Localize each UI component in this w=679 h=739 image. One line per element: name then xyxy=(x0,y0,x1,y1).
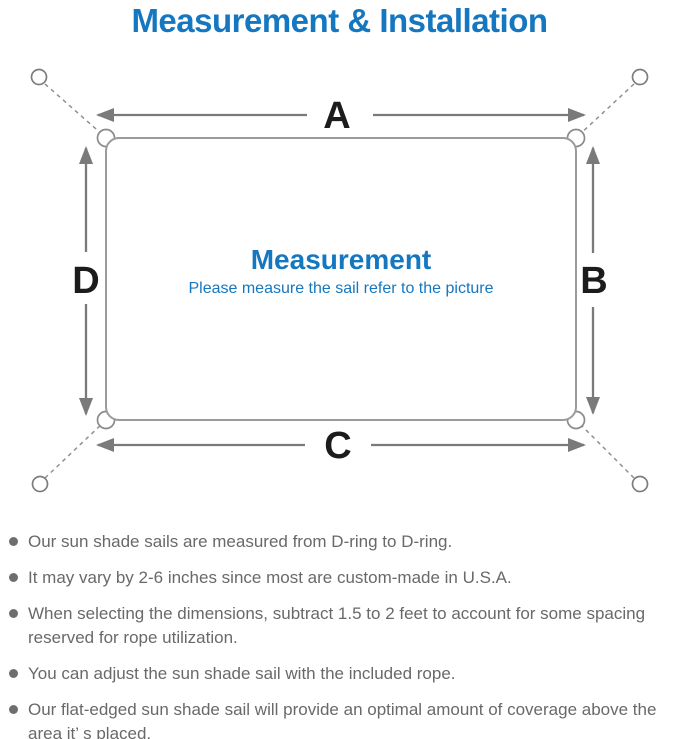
dimension-label-d: D xyxy=(72,260,99,302)
list-item: It may vary by 2-6 inches since most are… xyxy=(9,566,669,590)
anchor-ring-icon-top-right xyxy=(631,68,649,86)
list-item: Our sun shade sails are measured from D-… xyxy=(9,530,669,554)
list-item: You can adjust the sun shade sail with t… xyxy=(9,662,669,686)
diagram-center-title: Measurement xyxy=(251,244,432,275)
rope-dashed-line-top-right xyxy=(577,83,635,137)
dimension-label-c: C xyxy=(324,425,351,467)
notes-list: Our sun shade sails are measured from D-… xyxy=(0,530,679,739)
bullet-icon xyxy=(9,609,18,618)
anchor-ring-icon-bottom-left xyxy=(31,475,49,493)
bullet-icon xyxy=(9,669,18,678)
anchor-ring-icon-bottom-right xyxy=(631,475,649,493)
note-text: Our flat-edged sun shade sail will provi… xyxy=(28,700,657,739)
anchor-ring-icon-top-left xyxy=(30,68,48,86)
list-item: When selecting the dimensions, subtract … xyxy=(9,602,669,650)
note-text: It may vary by 2-6 inches since most are… xyxy=(28,568,512,587)
diagram-center-subtitle: Please measure the sail refer to the pic… xyxy=(188,280,493,297)
dimension-label-a: A xyxy=(323,95,350,137)
bullet-icon xyxy=(9,573,18,582)
note-text: You can adjust the sun shade sail with t… xyxy=(28,664,456,683)
sail-measurement-diagram: A B C D Measurement Please measure the s… xyxy=(30,68,649,493)
rope-dashed-line-bottom-left xyxy=(44,421,105,479)
sail-outline xyxy=(105,137,577,421)
list-item: Our flat-edged sun shade sail will provi… xyxy=(9,698,669,739)
bullet-icon xyxy=(9,537,18,546)
rope-dashed-line-bottom-right xyxy=(577,421,635,479)
dimension-label-b: B xyxy=(580,260,607,302)
rope-dashed-line-top-left xyxy=(44,83,105,137)
note-text: When selecting the dimensions, subtract … xyxy=(28,604,646,647)
bullet-icon xyxy=(9,705,18,714)
note-text: Our sun shade sails are measured from D-… xyxy=(28,532,453,551)
page-title: Measurement & Installation xyxy=(131,2,548,39)
